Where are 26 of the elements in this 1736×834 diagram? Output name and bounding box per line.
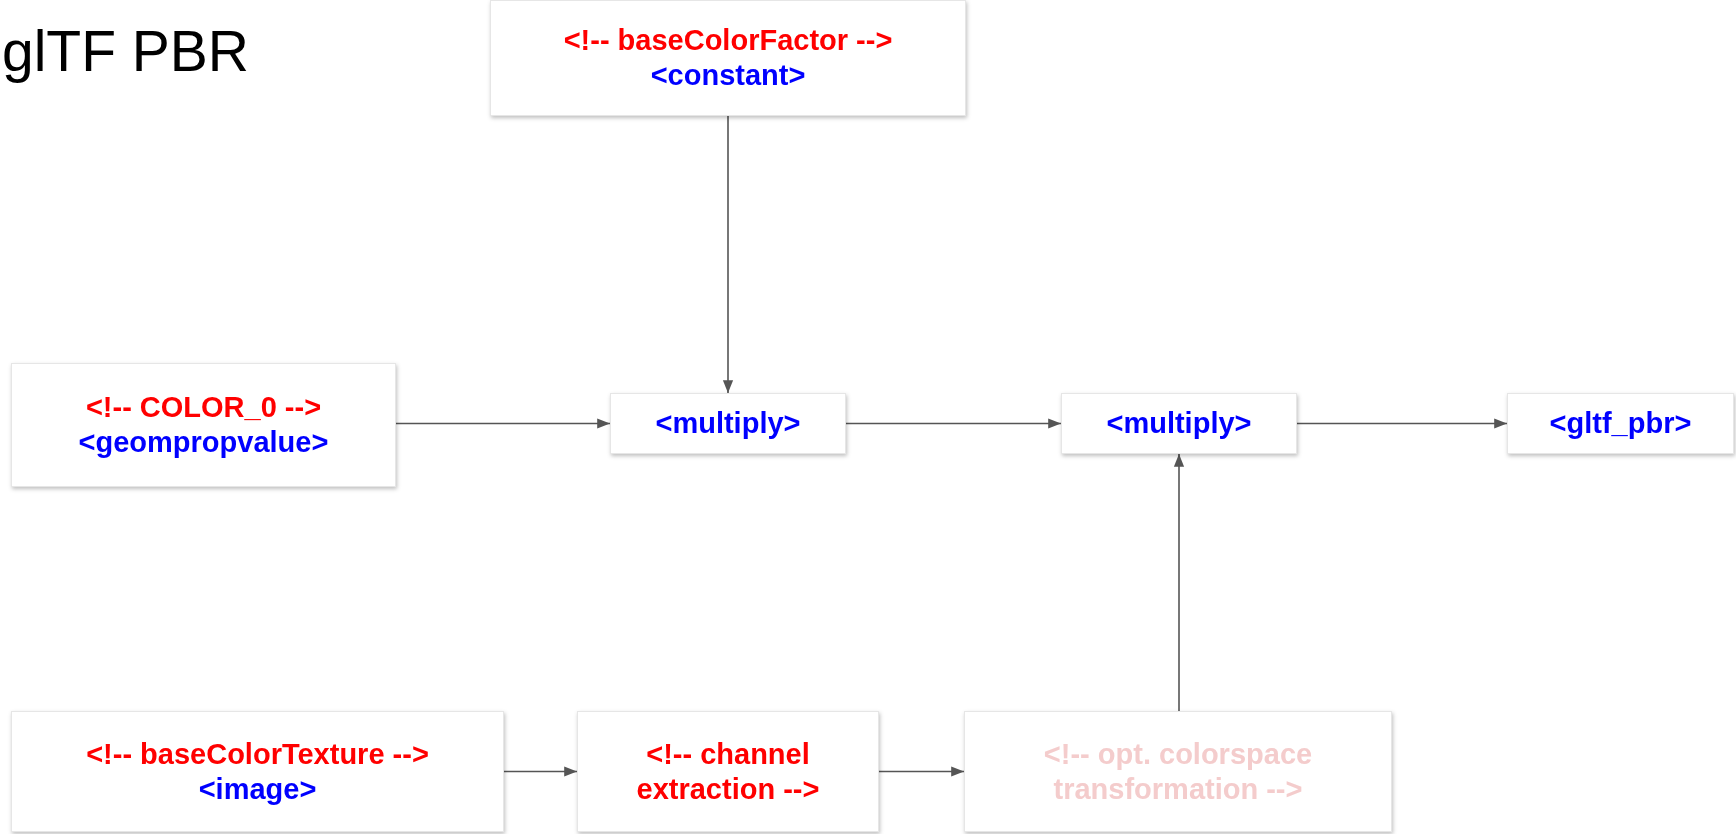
arrow	[845, 418, 1062, 429]
element-tag-text: <multiply>	[1106, 406, 1252, 441]
arrow	[395, 418, 611, 429]
node-box	[964, 711, 1392, 832]
node-box	[577, 711, 879, 832]
diagram-title: glTF PBR	[2, 18, 250, 84]
node-box	[490, 0, 966, 116]
arrow	[1173, 453, 1185, 712]
comment-text: <!-- channel extraction -->	[635, 736, 821, 807]
arrow	[503, 766, 578, 777]
comment-text: <!-- COLOR_0 -->	[85, 390, 322, 425]
comment-text: <!-- baseColorTexture -->	[86, 736, 429, 772]
element-tag-text: <image>	[198, 771, 317, 807]
node-box	[610, 393, 846, 454]
element-tag-text: <constant>	[650, 58, 806, 93]
arrow	[1296, 418, 1508, 429]
node-box	[11, 711, 504, 832]
element-tag-text: <geompropvalue>	[78, 425, 329, 460]
element-tag-text: <gltf_pbr>	[1549, 406, 1692, 441]
arrow	[722, 115, 734, 394]
element-tag-text: <multiply>	[655, 406, 801, 441]
comment-text: <!-- baseColorFactor -->	[563, 23, 893, 58]
node-box	[11, 363, 396, 487]
node-box	[1507, 393, 1734, 454]
node-box	[1061, 393, 1297, 454]
arrow	[878, 766, 965, 777]
